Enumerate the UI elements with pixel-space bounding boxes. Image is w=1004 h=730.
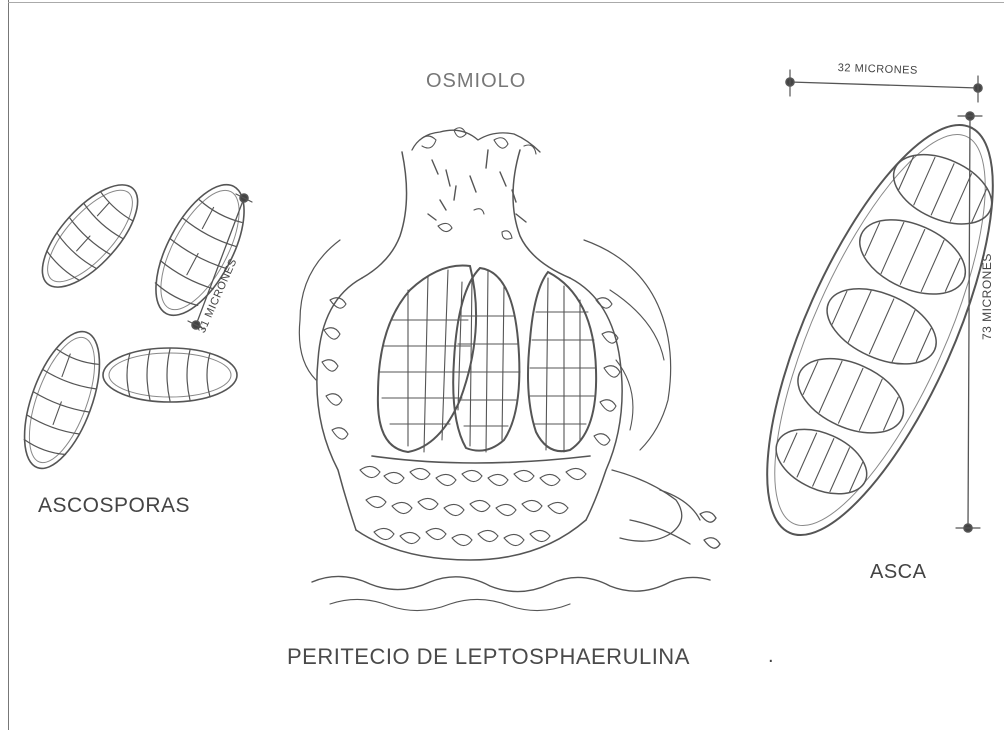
perithecium-ascus-middle xyxy=(453,268,520,452)
perithecium xyxy=(299,128,720,611)
ostiole-label: OSMIOLO xyxy=(426,70,526,93)
perithecium-base-cells xyxy=(360,466,586,545)
ascospore-bottom-left xyxy=(9,322,115,478)
figure-caption: PERITECIO DE LEPTOSPHAERULINA xyxy=(287,644,690,670)
asca xyxy=(722,97,1004,563)
asca-length-dimension-line xyxy=(956,112,982,532)
ascospore-bottom-right xyxy=(103,348,237,402)
perithecium-ascus-right xyxy=(528,272,596,452)
ascospores-label: ASCOSPORAS xyxy=(38,494,190,518)
ascospore-top-left xyxy=(26,170,153,303)
perithecium-ascus-left xyxy=(378,266,476,453)
asca-length-measurement: 73 MICRONES xyxy=(980,253,994,340)
ascus-label: ASCA xyxy=(870,561,926,584)
caption-trailing-dot: . xyxy=(768,645,774,668)
